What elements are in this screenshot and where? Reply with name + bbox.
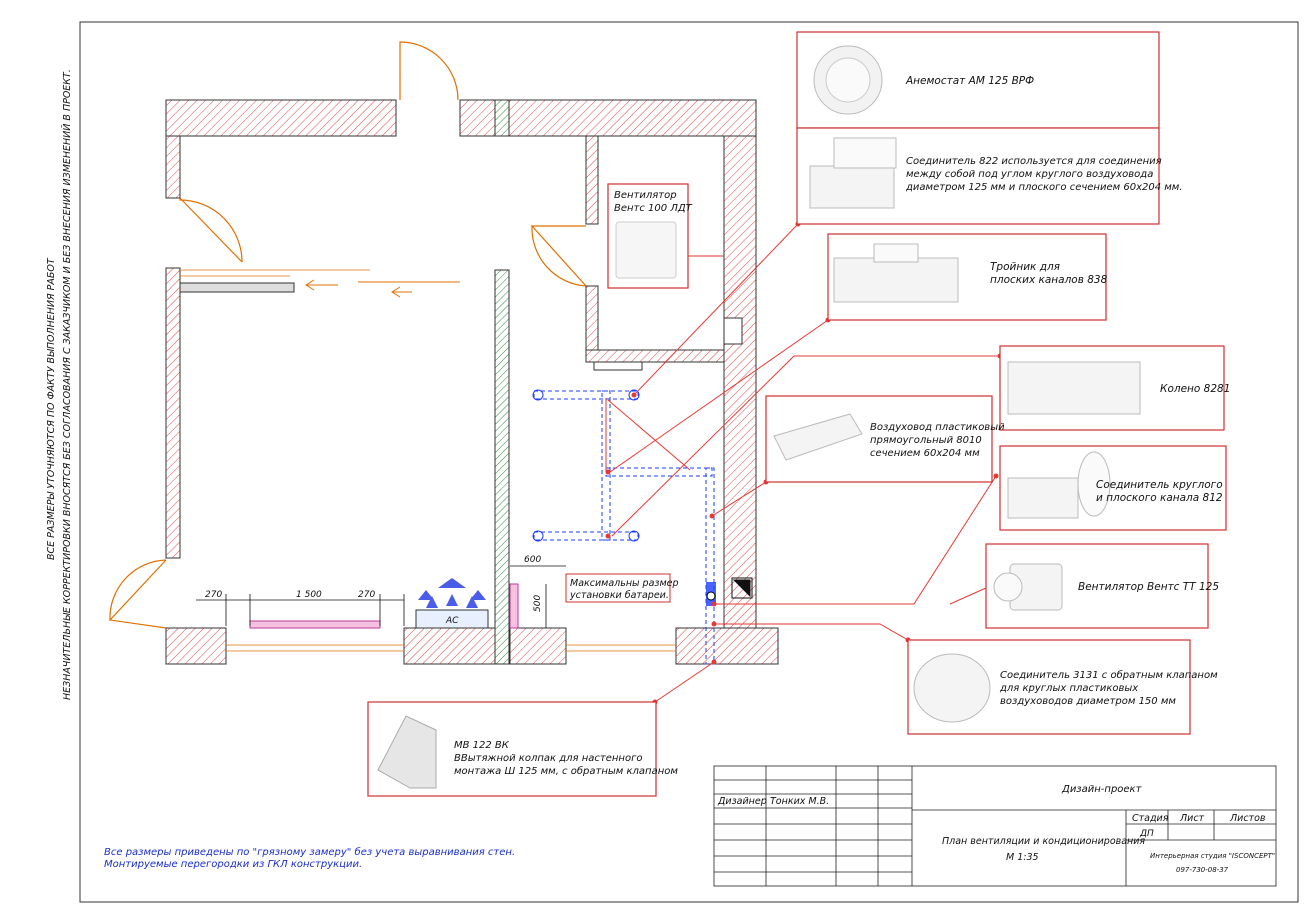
designer-label: Дизайнер — [717, 796, 767, 807]
svg-text:Соединитель 822 используется д: Соединитель 822 используется для соедине… — [906, 156, 1162, 167]
elbow-icon — [1007, 361, 1141, 415]
svg-text:Соединитель круглого: Соединитель круглого — [1096, 479, 1223, 491]
hood-icon — [377, 715, 437, 789]
callout-fan-tt-125: Вентилятор Вентс ТТ 125 — [985, 543, 1219, 629]
battery-line2: установки батареи. — [569, 590, 669, 601]
svg-text:МВ 122 ВК: МВ 122 ВК — [454, 740, 510, 751]
ac-indoor-unit — [179, 282, 295, 293]
radiator — [249, 620, 381, 629]
studio-phone: 097-730-08-37 — [1176, 866, 1229, 874]
connector-822-icon — [809, 165, 895, 209]
dim-500: 500 — [533, 595, 543, 612]
bottom-note-line2: Монтируемые перегородки из ГКЛ конструкц… — [104, 859, 362, 870]
wall-bottom-4 — [675, 627, 779, 665]
svg-text:Вентс 100 ЛДТ: Вентс 100 ЛДТ — [614, 203, 693, 214]
side-note: ВСЕ РАЗМЕРЫ УТОЧНЯЮТСЯ ПО ФАКТУ ВЫПОЛНЕН… — [46, 69, 73, 700]
connector-812-icon — [1007, 477, 1079, 519]
side-note-line1: ВСЕ РАЗМЕРЫ УТОЧНЯЮТСЯ ПО ФАКТУ ВЫПОЛНЕН… — [46, 257, 57, 560]
svg-text:Соединитель 3131 с обратным кл: Соединитель 3131 с обратным клапаном — [1000, 669, 1218, 681]
doors — [108, 41, 587, 629]
svg-text:Колено 8281: Колено 8281 — [1160, 383, 1230, 395]
callout-anemostat: Анемостат АМ 125 ВРФ — [796, 31, 1160, 129]
sill — [593, 361, 643, 371]
gkl-partition-top — [494, 99, 510, 137]
duct-system — [532, 389, 753, 665]
callout-elbow-8281: Колено 8281 — [999, 345, 1230, 431]
callout-tee-838: Тройник для плоских каналов 838 — [827, 233, 1108, 321]
ac-airflow-icon — [418, 578, 486, 608]
svg-text:воздуховодов диаметром 150 мм: воздуховодов диаметром 150 мм — [1000, 696, 1176, 707]
wall-bath-left-lower — [585, 285, 599, 359]
svg-text:сечением 60х204 мм: сечением 60х204 мм — [870, 448, 980, 459]
door-top — [399, 41, 459, 101]
drawing-scale: М 1:35 — [1006, 852, 1039, 863]
wall-bath-bottom — [585, 349, 725, 363]
wall-right — [723, 135, 757, 629]
callout-connector-3131: Соединитель 3131 с обратным клапаном для… — [907, 639, 1218, 735]
wall-bath-left-upper — [585, 135, 599, 225]
bottom-note-line1: Все размеры приведены по "грязному замер… — [104, 846, 515, 858]
ac-label: АС — [445, 616, 459, 626]
svg-text:Вентилятор Вентс ТТ 125: Вентилятор Вентс ТТ 125 — [1078, 581, 1219, 593]
studio-name: Интерьерная студия "ISCONCEPT" — [1150, 852, 1275, 860]
battery-line1: Максимальны размер — [570, 578, 679, 589]
sheet-frame — [79, 21, 1299, 903]
tee-838-icon — [833, 257, 959, 303]
door-bath — [531, 224, 587, 287]
svg-text:диаметром 125 мм и плоского се: диаметром 125 мм и плоского сечением 60х… — [905, 182, 1183, 193]
dim-270-left: 270 — [205, 590, 222, 600]
svg-text:для круглых пластиковых: для круглых пластиковых — [999, 683, 1138, 694]
callout-hood-mv-122: МВ 122 ВК ВВытяжной колпак для настенног… — [367, 701, 678, 797]
svg-text:плоских каналов 838: плоских каналов 838 — [990, 274, 1108, 286]
svg-text:монтажа Ш 125 мм, с обратным к: монтажа Ш 125 мм, с обратным клапаном — [454, 765, 678, 777]
project-name: Дизайн-проект — [1061, 784, 1143, 795]
wall-bottom-3 — [509, 627, 567, 665]
wall-top-left — [165, 99, 397, 137]
dim-600: 600 — [524, 555, 541, 565]
dim-1500: 1 500 — [296, 590, 322, 600]
battery-callout — [565, 573, 671, 603]
svg-text:Воздуховод пластиковый: Воздуховод пластиковый — [870, 422, 1005, 433]
door-left-lower — [108, 559, 167, 629]
wall-bottom-2 — [403, 627, 497, 665]
side-note-line2: НЕЗНАЧИТЕЛЬНЫЕ КОРРЕКТИРОВКИ ВНОСЯТСЯ БЕ… — [61, 69, 73, 700]
door-left-upper — [179, 198, 243, 263]
svg-text:Вентилятор: Вентилятор — [614, 190, 677, 201]
stage-label: Стадия — [1132, 813, 1169, 824]
gkl-partition — [494, 269, 510, 665]
drawing-title: План вентиляции и кондиционирования — [942, 836, 1145, 847]
callout-duct-8010: Воздуховод пластиковый прямоугольный 801… — [765, 395, 1005, 483]
designer-name: Тонких М.В. — [770, 796, 829, 807]
walls — [165, 99, 779, 665]
svg-text:и плоского канала 812: и плоского канала 812 — [1096, 492, 1223, 504]
ac-outdoor-box — [415, 609, 489, 629]
callout-fan-100: Вентилятор Вентс 100 ЛДТ — [607, 183, 693, 289]
wall-left-upper — [165, 135, 181, 199]
shaft-marker — [732, 579, 751, 598]
svg-text:прямоугольный 8010: прямоугольный 8010 — [870, 435, 982, 446]
title-block: Дизайнер Тонких М.В. Дизайн-проект Стади… — [713, 765, 1277, 887]
airflow-arrows — [305, 279, 460, 298]
callout-connector-822: Соединитель 822 используется для соедине… — [796, 127, 1183, 225]
callout-connector-812: Соединитель круглого и плоского канала 8… — [999, 445, 1227, 531]
svg-text:Тройник для: Тройник для — [990, 261, 1060, 273]
leader-lines — [605, 221, 1003, 705]
svg-text:Анемостат АМ 125 ВРФ: Анемостат АМ 125 ВРФ — [905, 75, 1034, 87]
radiator-bath — [509, 583, 519, 629]
wall-bottom-1 — [165, 627, 227, 665]
svg-text:между собой под углом круглого: между собой под углом круглого воздухово… — [906, 168, 1153, 180]
sheet-label: Лист — [1179, 813, 1205, 824]
windows — [180, 269, 676, 652]
dim-270-right: 270 — [358, 590, 375, 600]
dimension-lines — [196, 565, 566, 628]
duct-8010-icon — [773, 413, 863, 461]
connector-3131-icon — [913, 653, 991, 723]
shaft-niche — [723, 317, 743, 345]
wall-left-lower — [165, 267, 181, 559]
fan-100-icon — [615, 221, 677, 279]
sheets-label: Листов — [1229, 813, 1266, 824]
stage-value: ДП — [1139, 829, 1154, 839]
svg-text:ВВытяжной колпак для настенног: ВВытяжной колпак для настенного — [454, 753, 642, 764]
